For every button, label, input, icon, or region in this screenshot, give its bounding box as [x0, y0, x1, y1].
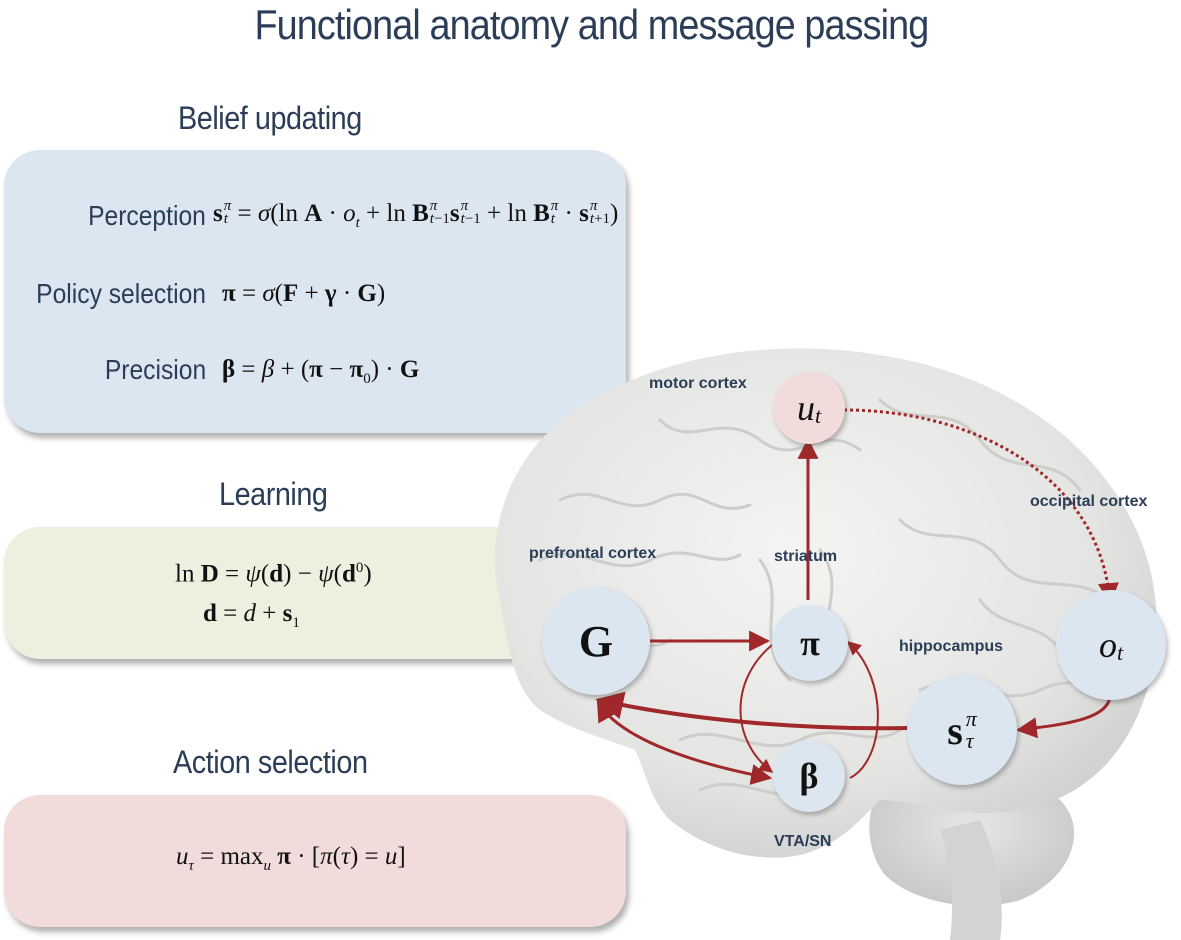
- region-hippocampus: hippocampus: [899, 638, 1004, 655]
- belief-updating-title: Belief updating: [178, 100, 362, 136]
- node-o-base: o: [1098, 625, 1117, 665]
- node-o-sub: t: [1116, 640, 1124, 665]
- learning-equation-1: ln D = ψ(d) − ψ(d0): [175, 560, 372, 588]
- precision-equation: β = β + (π − π0) · G: [222, 356, 420, 387]
- arrow-o-to-s: [1015, 694, 1112, 739]
- region-vta-sn: VTA/SN: [774, 833, 832, 850]
- perception-label: Perception: [88, 200, 206, 231]
- node-u-base: u: [796, 388, 815, 428]
- node-s-sub: τ: [965, 728, 974, 753]
- node-u-sub: t: [814, 403, 822, 428]
- arrow-G-beta: [596, 700, 773, 785]
- node-beta: β: [773, 740, 845, 812]
- message-passing-arrows: [595, 408, 1119, 785]
- node-pi: π: [772, 605, 848, 681]
- page-title: Functional anatomy and message passing: [254, 1, 929, 48]
- node-s-sup: π: [965, 706, 977, 731]
- region-prefrontal-cortex: prefrontal cortex: [529, 545, 657, 562]
- belief-updating-box: [4, 150, 626, 433]
- arrow-beta-to-pi: [846, 641, 879, 779]
- precision-label: Precision: [104, 354, 206, 385]
- policy-selection-equation: π = σ(F + γ · G): [222, 280, 386, 307]
- policy-selection-label: Policy selection: [36, 278, 206, 309]
- arrow-s-to-G: [595, 691, 911, 731]
- brainstem-shape: [940, 820, 1002, 940]
- region-striatum: striatum: [774, 548, 838, 565]
- brain-diagram: motor cortex occipital cortex prefrontal…: [460, 300, 1181, 940]
- arrow-pi-to-beta: [739, 644, 774, 773]
- action-selection-title: Action selection: [173, 744, 368, 780]
- learning-title: Learning: [219, 476, 328, 512]
- action-selection-box: [4, 795, 626, 927]
- node-s-base: s: [947, 707, 963, 753]
- arrow-u-to-o: [843, 408, 1119, 605]
- region-motor-cortex: motor cortex: [649, 375, 747, 392]
- action-selection-equation: uτ = maxu π · [π(τ) = u]: [176, 843, 406, 874]
- region-occipital-cortex: occipital cortex: [1030, 493, 1148, 510]
- node-s-tau-pi: s π τ: [907, 675, 1017, 785]
- learning-equation-2: d = d + s1: [203, 600, 300, 631]
- node-G: G: [542, 587, 650, 695]
